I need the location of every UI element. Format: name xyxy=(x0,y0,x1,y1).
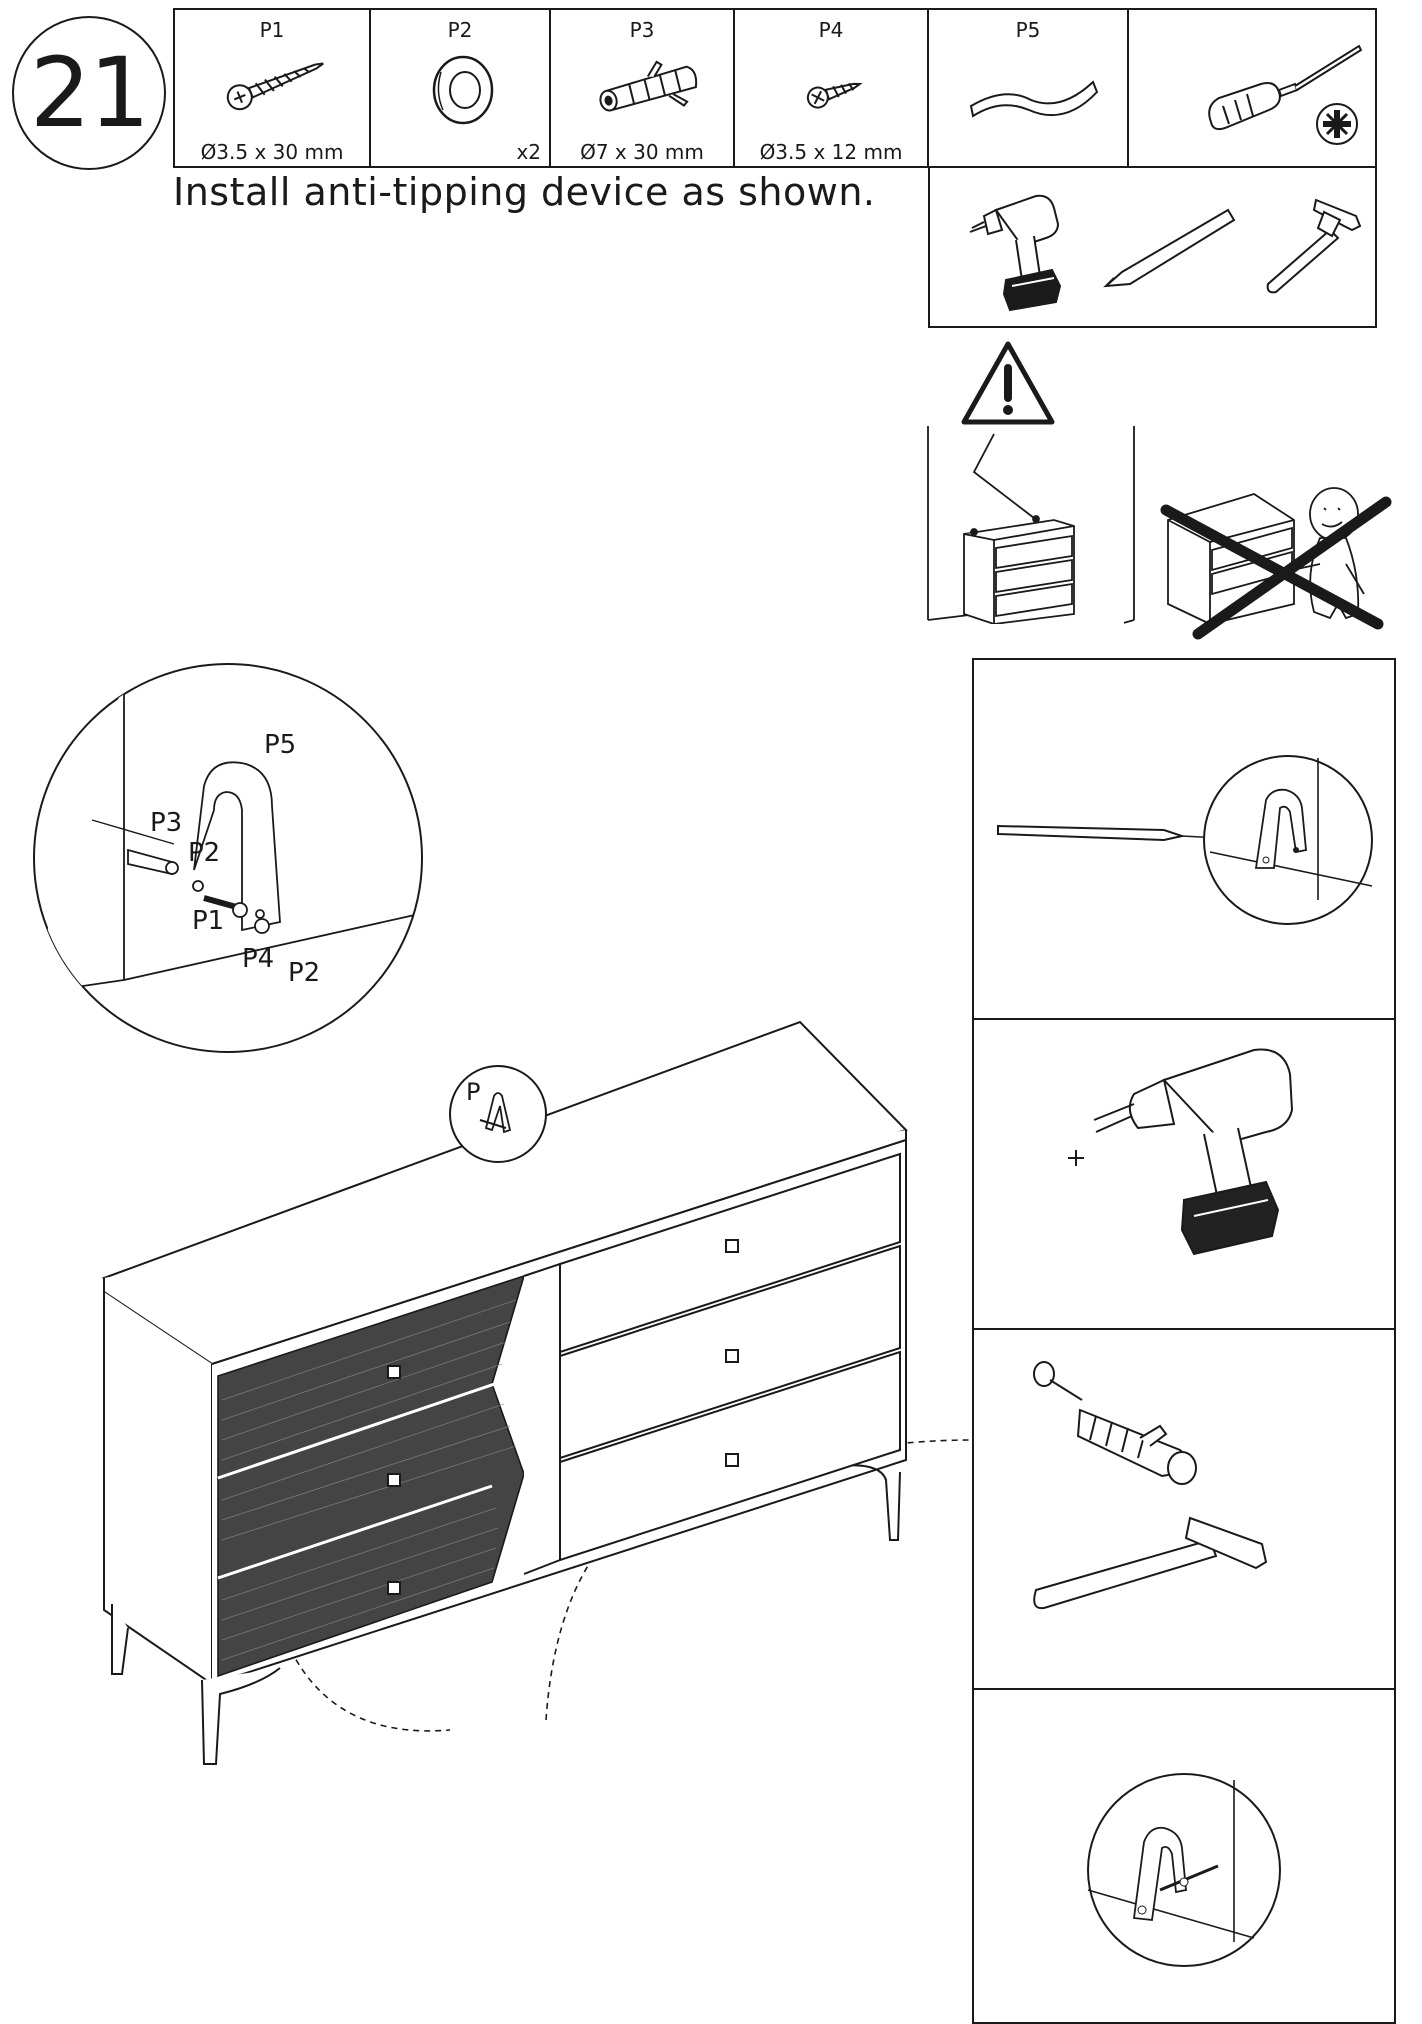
drill-illustration xyxy=(1068,1048,1294,1256)
part-cell-p1: P1 Ø3.5 x 30 mm xyxy=(175,10,371,166)
step-panel-fasten xyxy=(972,1688,1396,2024)
cordless-drill-icon xyxy=(969,194,1062,312)
label-p1: P1 xyxy=(192,906,225,936)
part-code: P2 xyxy=(447,18,473,42)
part-dimension: Ø3.5 x 12 mm xyxy=(759,140,903,164)
step-number-text: 21 xyxy=(29,37,150,149)
part-cell-p3: P3 Ø7 x 30 mm xyxy=(551,10,735,166)
part-quantity: x2 xyxy=(516,140,541,164)
part-cell-screwdriver xyxy=(1129,10,1379,166)
detail-callout xyxy=(33,663,423,1053)
part-dimension: Ø7 x 30 mm xyxy=(580,140,704,164)
wood-screw-icon xyxy=(226,62,324,111)
label-p2-lower: P2 xyxy=(288,958,321,988)
label-p5: P5 xyxy=(264,730,297,760)
pencil-marking-illustration xyxy=(997,755,1373,925)
washer-icon xyxy=(432,55,494,125)
label-p2-washer: P2 xyxy=(188,838,221,868)
wall-plug-icon xyxy=(599,60,698,112)
parts-table: P1 Ø3.5 x 30 mm P2 x2 P3 xyxy=(173,8,1377,168)
part-dimension: Ø3.5 x 30 mm xyxy=(200,140,344,164)
plug-hammer-illustration xyxy=(1033,1361,1268,1610)
dresser-illustration xyxy=(101,1020,971,1765)
step-panel-hammer xyxy=(972,1328,1396,1690)
part-code: P5 xyxy=(1015,18,1041,42)
correct-installation-illustration xyxy=(927,426,1075,624)
hammer-icon xyxy=(1266,198,1362,294)
detail-marker-small xyxy=(449,1065,547,1163)
part-code: P4 xyxy=(818,18,844,42)
strap-icon xyxy=(969,80,1099,118)
warning-triangle-icon xyxy=(961,341,1055,425)
short-screw-icon xyxy=(806,82,863,109)
incorrect-installation-illustration xyxy=(1124,426,1392,640)
step-panel-drill xyxy=(972,1018,1396,1330)
tools-box xyxy=(928,166,1377,328)
part-cell-p4: P4 Ø3.5 x 12 mm xyxy=(735,10,929,166)
part-cell-p2: P2 x2 xyxy=(371,10,551,166)
pencil-icon xyxy=(1103,208,1236,288)
label-p-small: P xyxy=(466,1078,481,1106)
label-p4: P4 xyxy=(242,944,275,974)
part-code: P3 xyxy=(629,18,655,42)
part-cell-p5: P5 xyxy=(929,10,1129,166)
step-panel-mark xyxy=(972,658,1396,1020)
label-p3: P3 xyxy=(150,808,183,838)
fasten-strap-illustration xyxy=(1087,1773,1281,1967)
instruction-text: Install anti-tipping device as shown. xyxy=(173,170,876,214)
step-number: 21 xyxy=(12,16,166,170)
phillips-screwdriver-icon xyxy=(1208,44,1363,145)
part-code: P1 xyxy=(259,18,285,42)
